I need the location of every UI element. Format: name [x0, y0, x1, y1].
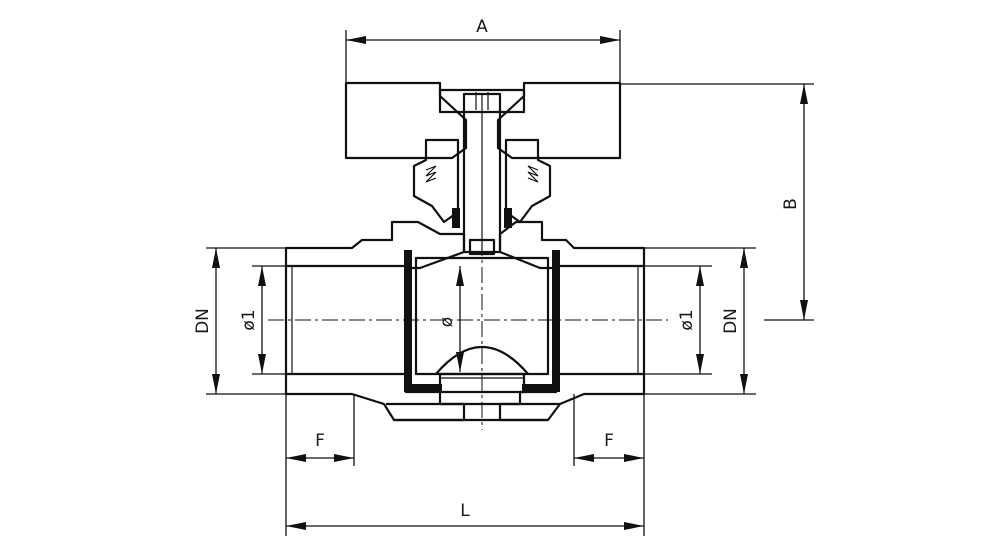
- body-top-left: [284, 220, 466, 270]
- dimension-phi1-right: ø1: [638, 265, 712, 375]
- dimension-L: L: [286, 501, 644, 530]
- body-bottom-right: [498, 372, 646, 422]
- handle-right-wing: [496, 81, 622, 160]
- ball-assembly: [404, 250, 560, 394]
- dimension-F-left: F: [285, 394, 355, 536]
- valve-body: [284, 220, 646, 422]
- body-bottom-left: [284, 372, 466, 422]
- packing-nut: [412, 138, 460, 224]
- dimension-A: A: [345, 17, 621, 90]
- handle-left-wing: [344, 81, 468, 160]
- label-DN-right: DN: [721, 308, 741, 334]
- label-phi1-right: ø1: [677, 309, 697, 330]
- label-F-right: F: [604, 431, 614, 451]
- dimension-B: B: [620, 83, 814, 321]
- seat-left: [404, 250, 412, 392]
- ball: [414, 256, 550, 376]
- packing-nut-right: [504, 138, 552, 224]
- label-A: A: [476, 17, 488, 37]
- seat-right: [552, 250, 560, 392]
- label-phi1-left: ø1: [239, 309, 259, 330]
- dimension-phi1-left: ø1: [239, 265, 292, 375]
- dimension-DN-right: DN: [644, 247, 756, 395]
- label-L: L: [460, 501, 470, 521]
- label-B: B: [781, 198, 801, 210]
- label-DN-left: DN: [193, 308, 213, 334]
- bonnet: [412, 138, 552, 228]
- body-top-right: [498, 220, 646, 270]
- stem: [462, 92, 502, 256]
- dimension-F-right: F: [573, 394, 645, 536]
- dimension-DN-left: DN: [193, 247, 352, 395]
- label-F-left: F: [315, 431, 325, 451]
- dimension-phi-center: ø: [437, 266, 464, 372]
- label-phi-center: ø: [437, 317, 457, 327]
